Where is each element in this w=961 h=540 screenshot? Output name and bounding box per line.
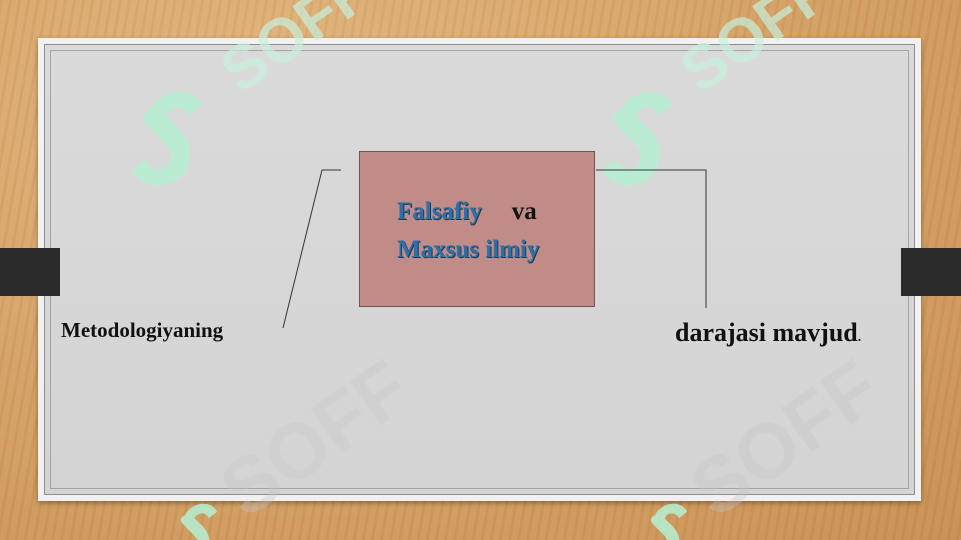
center-box-term-2: Maxsus ilmiy — [397, 236, 540, 263]
center-box-line-1: Falsafiy va — [397, 198, 537, 226]
right-label-period: . — [857, 330, 862, 345]
right-label-wrapper: darajasi mavjud. — [675, 318, 861, 348]
right-label: darajasi mavjud — [675, 318, 858, 347]
center-box-conjunction: va — [511, 198, 537, 225]
left-label: Metodologiyaning — [61, 318, 224, 342]
right-board-clip — [901, 248, 961, 296]
left-board-clip — [0, 248, 60, 296]
center-box-line-2: Maxsus ilmiy — [397, 236, 539, 264]
center-concept-box: Falsafiy va Maxsus ilmiy — [359, 151, 595, 307]
center-box-term-1: Falsafiy — [397, 198, 482, 225]
